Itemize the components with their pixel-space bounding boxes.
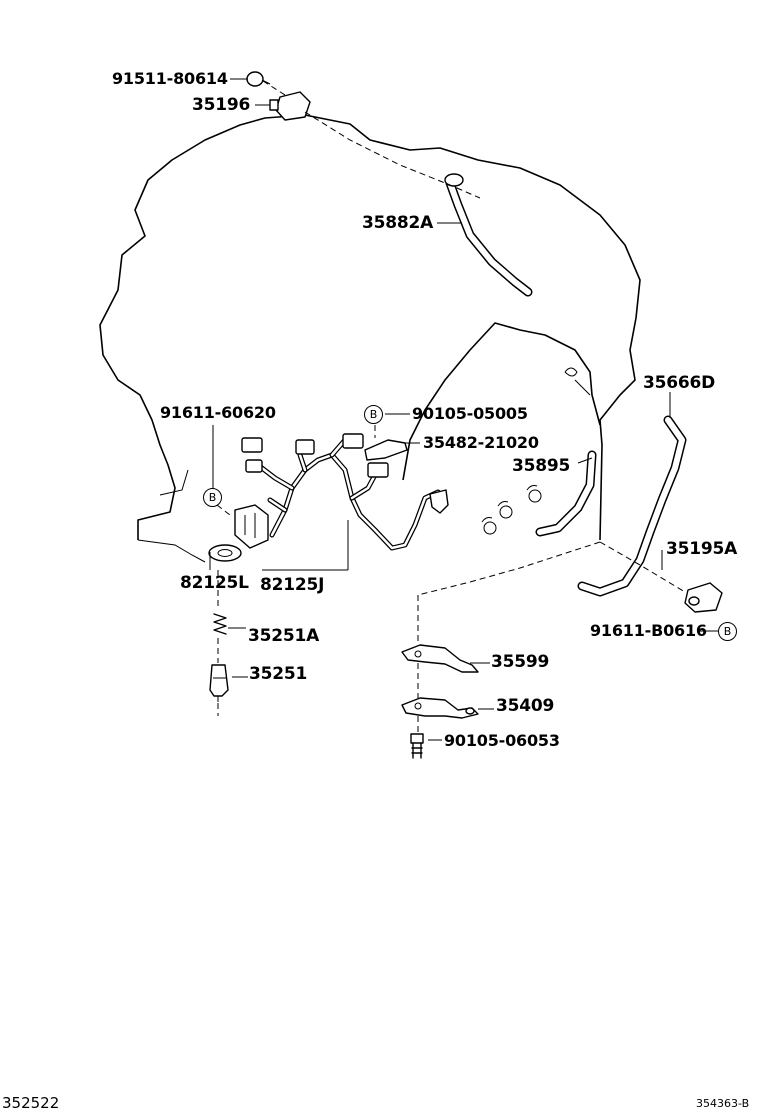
spring-35251A bbox=[213, 613, 227, 635]
callout-35409: 35409 bbox=[496, 696, 555, 716]
callout-35251A: 35251A bbox=[248, 626, 320, 646]
harness-connector-clip bbox=[429, 489, 449, 514]
bell-housing-outline bbox=[402, 322, 601, 481]
grommet-82125L bbox=[208, 544, 242, 562]
case-lower-edge bbox=[137, 539, 206, 563]
plunger-35251 bbox=[209, 664, 229, 702]
illustration-number: 354363-B bbox=[696, 1097, 750, 1110]
callout-35195A: 35195A bbox=[666, 539, 738, 559]
harness-connector bbox=[342, 433, 364, 449]
marker-b-90105-05005: B bbox=[364, 405, 383, 424]
case-rib bbox=[159, 469, 189, 496]
case-opening-arc bbox=[497, 501, 509, 507]
marker-b-91611-B0616: B bbox=[718, 622, 737, 641]
callout-35482-21020: 35482-21020 bbox=[423, 433, 539, 452]
callout-35666D: 35666D bbox=[643, 373, 716, 393]
case-opening-arc bbox=[526, 485, 538, 491]
callout-35196: 35196 bbox=[192, 95, 251, 115]
wiring-harness-82125J bbox=[241, 433, 449, 551]
oil-cooler-tube-35895 bbox=[535, 450, 597, 537]
case-opening-arc bbox=[481, 517, 493, 523]
marker-b-91611-60620: B bbox=[203, 488, 222, 507]
speed-sensor bbox=[234, 504, 269, 549]
case-opening bbox=[528, 489, 542, 503]
case-openings bbox=[481, 485, 542, 535]
clamp-35196 bbox=[269, 91, 311, 121]
callout-90105-05005: 90105-05005 bbox=[412, 404, 528, 423]
callout-91611-60620: 91611-60620 bbox=[160, 403, 276, 422]
harness-connector bbox=[241, 437, 263, 453]
callout-35895: 35895 bbox=[512, 456, 571, 476]
callout-35599: 35599 bbox=[491, 652, 550, 672]
callout-82125L: 82125L bbox=[180, 573, 249, 593]
bracket-35482-21020 bbox=[364, 439, 408, 461]
harness-connector bbox=[295, 439, 315, 455]
case-opening bbox=[499, 505, 513, 519]
clamp-35195A bbox=[684, 582, 723, 613]
oil-cooler-tube-35666D bbox=[577, 415, 687, 597]
harness-connector bbox=[367, 462, 389, 478]
plate-35409 bbox=[401, 697, 479, 719]
callout-91611-B0616: 91611-B0616 bbox=[590, 621, 707, 640]
housing-boss bbox=[564, 367, 578, 377]
callout-91511-80614: 91511-80614 bbox=[112, 69, 228, 88]
callout-35251: 35251 bbox=[249, 664, 308, 684]
bolt-90105-06053 bbox=[410, 733, 424, 759]
assembly-lines bbox=[216, 80, 686, 732]
callout-90105-06053: 90105-06053 bbox=[444, 731, 560, 750]
transmission-case-outline bbox=[99, 114, 641, 541]
bolt-91511-80614 bbox=[246, 71, 271, 87]
harness-connector bbox=[245, 459, 263, 473]
leader-lines bbox=[209, 78, 720, 741]
case-opening bbox=[483, 521, 497, 535]
diagram-code: 352522 bbox=[2, 1094, 60, 1112]
dipstick-tube-35882A bbox=[444, 173, 533, 297]
callout-35882A: 35882A bbox=[362, 213, 434, 233]
plate-35599 bbox=[401, 644, 479, 673]
callout-82125J: 82125J bbox=[260, 575, 325, 595]
case-detail-line bbox=[574, 379, 591, 396]
